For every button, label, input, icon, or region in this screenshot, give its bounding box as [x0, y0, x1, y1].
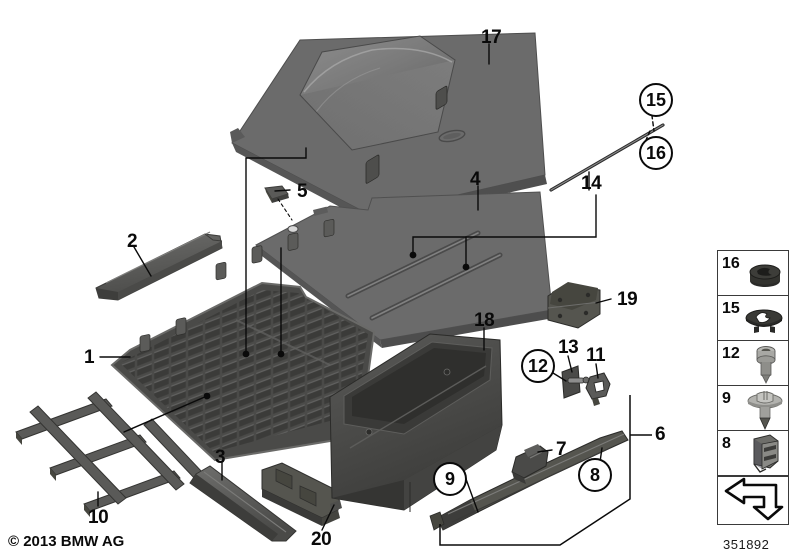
callout-16: 16 — [639, 136, 673, 170]
part-19-mounting-block-bracket — [547, 282, 601, 329]
callout-8: 8 — [578, 458, 612, 492]
part-13-mounting-bracket-small — [561, 365, 590, 399]
push-pin-clip-fastener-icon — [747, 391, 783, 430]
spring-metal-clip-icon — [753, 434, 779, 473]
callout-8-label: 8 — [589, 464, 600, 485]
callout-12-label: 12 — [527, 355, 549, 376]
part-1-floor-tray-honeycomb — [110, 219, 376, 462]
part-7-sill-bracket-clip — [511, 444, 549, 484]
3d-direction-arrow-icon — [724, 477, 784, 521]
callout-2: 2 — [127, 231, 138, 252]
part-3-cross-rail-strip — [189, 465, 297, 542]
part-6-group-bracket — [439, 395, 652, 546]
legend-item-16: 16 — [718, 251, 788, 296]
callout-14: 14 — [581, 173, 602, 194]
callout-4: 4 — [470, 169, 481, 190]
callout-15: 15 — [639, 83, 673, 117]
legend-item-8: 8 — [718, 431, 788, 476]
legend-num-12: 12 — [722, 345, 740, 362]
callout-11: 11 — [586, 345, 606, 366]
callout-18: 18 — [474, 310, 495, 331]
part-20-end-block-component — [261, 462, 342, 526]
callout-3: 3 — [215, 447, 226, 468]
legend-num-15: 15 — [722, 300, 740, 317]
copyright-notice: © 2013 BMW AG — [8, 533, 125, 550]
diagram-id-number: 351892 — [723, 537, 770, 552]
part-5-cap-cover-plug — [264, 185, 289, 203]
legend-num-9: 9 — [722, 390, 731, 407]
callout-7: 7 — [556, 439, 567, 460]
legend-num-16: 16 — [722, 255, 740, 272]
callout-6: 6 — [655, 424, 666, 445]
legend-item-15: 15 — [718, 296, 788, 341]
callout-9-label: 9 — [444, 468, 455, 489]
part-14-guide-rod-thin — [549, 123, 665, 192]
leader-dots — [203, 251, 470, 400]
part-11-oval-bracket-plate — [585, 372, 611, 406]
callout-19: 19 — [617, 289, 638, 310]
callout-15-label: 15 — [645, 89, 667, 110]
callout-17: 17 — [481, 27, 502, 48]
callout-9: 9 — [433, 462, 467, 496]
callout-10: 10 — [88, 507, 109, 528]
grommet-washer-fastener-icon — [745, 309, 783, 333]
part-2-side-rail-trim-left — [95, 231, 223, 301]
callout-5: 5 — [297, 181, 308, 202]
fastener-legend-panel: 16 15 12 — [717, 250, 789, 525]
callout-12: 12 — [521, 349, 555, 383]
legend-item-9: 9 — [718, 386, 788, 431]
expanding-rivet-fastener-icon — [749, 264, 781, 287]
legend-num-8: 8 — [722, 435, 731, 452]
callout-20: 20 — [311, 529, 332, 550]
legend-item-12: 12 — [718, 341, 788, 386]
hex-socket-screw-icon — [756, 346, 776, 384]
part-10-cross-divider-grid — [15, 391, 205, 517]
callout-16-label: 16 — [645, 142, 667, 163]
callout-13: 13 — [558, 337, 579, 358]
legend-direction-arrow-cell — [718, 476, 788, 524]
callout-1: 1 — [84, 347, 95, 368]
